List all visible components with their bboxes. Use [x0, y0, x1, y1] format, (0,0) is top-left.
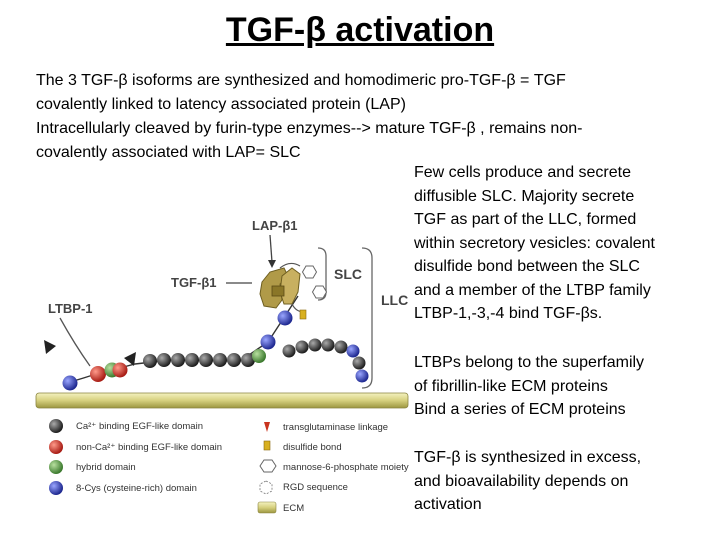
para-line: Bind a series of ECM proteins [414, 401, 626, 418]
cleavage-arrow [44, 340, 56, 354]
legend-label: RGD sequence [283, 482, 348, 493]
para-line: LTBPs belong to the superfamily [414, 354, 645, 371]
legend-label: hybrid domain [76, 462, 136, 473]
para-line: diffusible SLC. Majority secrete [414, 187, 635, 205]
ca-egf-domain [352, 356, 366, 370]
ca-egf-domain [185, 353, 199, 367]
intro-text: The 3 TGF-β isoforms are synthesized and… [36, 69, 696, 165]
legend-transglutaminase-swatch [264, 422, 270, 432]
ca-egf-domain [321, 338, 335, 352]
ca-egf-domain [171, 353, 185, 367]
lap-tgf-complex [259, 262, 305, 313]
nonca-egf-domain [112, 362, 128, 378]
para-line: and bioavailability depends on [414, 472, 629, 490]
ca-egf-domain [157, 353, 171, 367]
legend-label: disulfide bond [283, 442, 342, 453]
legend-label: Ca²⁺ binding EGF-like domain [76, 421, 203, 432]
ca-egf-domain [143, 354, 157, 368]
intro-line: covalently associated with LAP= SLC [36, 144, 301, 161]
ca-egf-domain [227, 353, 241, 367]
legend-rgd-swatch [259, 480, 273, 495]
cys8-domain [355, 369, 369, 383]
para-line: disulfide bond between the SLC [414, 258, 640, 275]
legend-nonca-egf-swatch [49, 440, 63, 454]
legend-label: transglutaminase linkage [283, 422, 388, 433]
nonca-egf-domain [90, 366, 106, 382]
cleavage-arrow [124, 352, 136, 366]
ecm-bar [35, 392, 409, 409]
tgf-beta-label: TGF-β1 [171, 275, 217, 290]
para-line: TGF-β is synthesized in excess, [414, 449, 642, 466]
para-line: TGF as part of the LLC, formed [414, 211, 637, 228]
ca-egf-domain [295, 340, 309, 354]
ca-egf-domain [199, 353, 213, 367]
ca-egf-domain [282, 344, 296, 358]
cys8-domain [277, 310, 293, 326]
legend-label: non-Ca²⁺ binding EGF-like domain [76, 442, 222, 453]
paragraph-bioavailability: TGF-β is synthesized in excess, and bioa… [414, 446, 641, 517]
para-line: and a member of the LTBP family [414, 281, 651, 299]
paragraph-ltbp: LTBPs belong to the superfamily of fibri… [414, 351, 644, 422]
hybrid-domain [252, 349, 266, 363]
legend-mannose-swatch [259, 459, 277, 473]
legend-ecm-swatch [257, 501, 277, 514]
para-line: of fibrillin-like ECM proteins [414, 377, 608, 395]
slc-label: SLC [334, 266, 362, 282]
paragraph-slc-llc: Few cells produce and secrete diffusible… [414, 161, 655, 326]
para-line: LTBP-1,-3,-4 bind TGF-βs. [414, 305, 603, 322]
page-title: TGF-β activation [225, 11, 495, 49]
lap-label: LAP-β1 [252, 218, 298, 233]
legend-disulfide-swatch [263, 440, 271, 451]
legend-hybrid-swatch [49, 460, 63, 474]
intro-line: Intracellularly cleaved by furin-type en… [36, 120, 583, 137]
llc-label: LLC [381, 292, 408, 308]
legend-cys8-swatch [49, 481, 63, 495]
cys8-domain [346, 344, 360, 358]
intro-line: covalently linked to latency associated … [36, 96, 406, 113]
cys8-domain [260, 334, 276, 350]
legend-label: ECM [283, 503, 304, 514]
ca-egf-domain [213, 353, 227, 367]
ca-egf-domain [308, 338, 322, 352]
ca-egf-domain [334, 340, 348, 354]
ca-egf-domain [241, 353, 255, 367]
para-line: within secretory vesicles: covalent [414, 234, 655, 252]
legend-ca-egf-swatch [49, 419, 63, 433]
cys8-domain [62, 375, 78, 391]
para-line: Few cells produce and secrete [414, 164, 631, 181]
legend-label: mannose-6-phosphate moiety [283, 462, 409, 473]
intro-line: The 3 TGF-β isoforms are synthesized and… [36, 72, 566, 89]
para-line: activation [414, 496, 482, 513]
legend-label: 8-Cys (cysteine-rich) domain [76, 483, 197, 494]
ltbp-label: LTBP-1 [48, 301, 93, 316]
